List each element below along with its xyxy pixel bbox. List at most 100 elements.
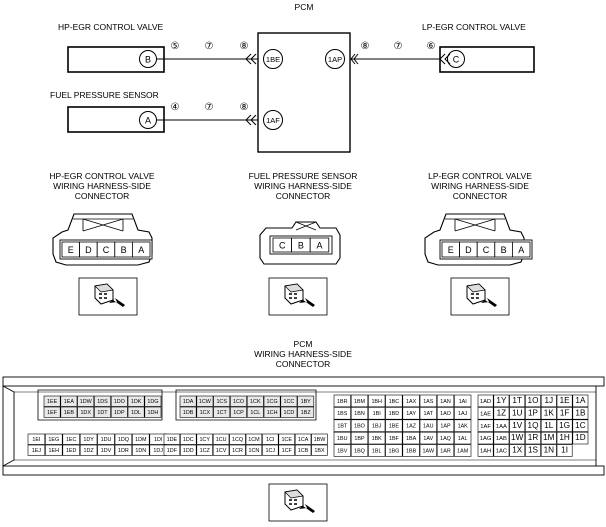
pcm-terminal-label: 1AF [480, 424, 491, 430]
pcm-terminal-label: 1EI [32, 437, 40, 443]
pcm-terminal-cell [77, 406, 95, 418]
pcm-terminal-label: 1CY [199, 437, 210, 443]
pcm-terminal-cell [477, 394, 494, 408]
pcm-terminal-label: 1AM [457, 448, 469, 454]
pcm-terminal-label: 1AN [440, 399, 451, 405]
pcm-terminal-cell [572, 419, 589, 432]
pcm-terminal-label: 1Z [497, 408, 507, 417]
pcm-terminal-label: 1AS [423, 399, 434, 405]
pcm-terminal-label: 1Y [496, 396, 507, 405]
lp-egr-pcm-terminal-mark [350, 53, 359, 65]
pcm-terminal-label: 1CF [282, 448, 293, 454]
pcm-terminal-label: 1DL [131, 410, 141, 416]
pcm-terminal-label: 1BU [337, 436, 348, 442]
pcm-terminal-label: 1BO [354, 424, 365, 430]
pcm-terminal-label: 1AT [424, 411, 434, 417]
pcm-terminal-label: 1N [544, 446, 555, 455]
pcm-terminal-label: 1AO [440, 411, 451, 417]
pcm-terminal-cell [263, 406, 281, 418]
pcm-terminal-cell [572, 407, 589, 420]
pcm-terminal-cell [230, 406, 247, 418]
pcm-terminal-cell [144, 406, 162, 418]
lp-egr-valve-node [447, 50, 465, 68]
fuel-connector-view-icon [268, 277, 328, 316]
hp-egr-pin-number: ⑤ [171, 41, 180, 52]
pcm-terminal-cell [297, 395, 315, 407]
hp-connector-view-icon [78, 277, 138, 316]
pcm-terminal-cell [27, 444, 46, 456]
pcm-terminal-label: 1EH [49, 448, 60, 454]
pcm-terminal-label: 1AR [440, 448, 451, 454]
pcm-terminal-cell [419, 444, 437, 457]
lp-egr-wire-number: ⑦ [394, 41, 403, 52]
pcm-terminal-cell [163, 444, 181, 456]
pcm-terminal-label: 1AG [480, 436, 492, 442]
pcm-terminal-cell [333, 419, 351, 432]
pcm-terminal-cell [114, 433, 133, 445]
pcm-terminal-label: 1DR [118, 448, 129, 454]
pcm-terminal-label: 1BW [314, 437, 327, 443]
pcm-terminal-label: 1AL [458, 436, 468, 442]
pcm-terminal-cell [311, 444, 328, 456]
pcm-terminal-cell [27, 433, 46, 445]
pcm-terminal-cell [180, 444, 197, 456]
pcm-terminal-cell [385, 407, 403, 420]
pcm-terminal-cell [493, 419, 510, 432]
pcm-terminal-cell [43, 395, 61, 407]
pcm-terminal-cell [436, 407, 455, 420]
pcm-terminal-label: 1AE [480, 411, 491, 417]
pcm-terminal-cell [229, 433, 246, 445]
lp-egr-pin-label: D [465, 245, 472, 255]
pcm-terminal-label: 1AX [406, 399, 417, 405]
pcm-terminal-label: 1BK [372, 436, 383, 442]
pcm-terminal-label: 1AK [458, 424, 469, 430]
pcm-terminal-label: 1CG [267, 399, 278, 405]
pcm-terminal-label: 1CS [216, 399, 227, 405]
pcm-terminal-cell [132, 444, 150, 456]
pcm-terminal-label: 1BJ [372, 424, 382, 430]
pcm-terminal-cell [477, 444, 494, 457]
hp-egr-valve-label: HP-EGR CONTROL VALVE [58, 22, 164, 32]
pcm-terminal-cell [402, 431, 420, 445]
pcm-terminal-label: 1BD [389, 411, 400, 417]
pcm-terminal-cell [385, 394, 403, 408]
hp-egr-pin-label: A [138, 245, 144, 255]
pcm-terminal-label: 1CR [232, 448, 243, 454]
fuel-sensor-node-letter: A [145, 116, 151, 126]
pcm-terminal-cell [94, 395, 111, 407]
pcm-terminal-cell [454, 431, 472, 445]
pcm-terminal-cell [525, 419, 541, 432]
pcm-terminal-cell [436, 444, 455, 457]
pcm-terminal-cell [333, 431, 351, 445]
pcm-terminal-cell [297, 406, 315, 418]
pcm-terminal-cell [493, 394, 510, 408]
pcm-terminal-label: 1BC [389, 399, 400, 405]
pcm-terminal-cell [454, 444, 472, 457]
pcm-terminal-label: 1DK [131, 399, 142, 405]
pcm-terminal-label: 1CX [200, 410, 211, 416]
pcm-terminal-label: 1BE [389, 424, 400, 430]
pcm-terminal-cell [127, 406, 145, 418]
pcm-terminal-cell [333, 444, 351, 457]
pcm-terminal-cell [477, 431, 494, 445]
pcm-terminal-cell [45, 433, 63, 445]
lp-connector-view-icon [450, 277, 510, 316]
pcm-terminal-cell [493, 444, 510, 457]
pcm-terminal-label: 1CP [233, 410, 244, 416]
pcm-terminal-1be: 1BE [266, 55, 280, 64]
pcm-terminal-cell [525, 407, 541, 420]
pcm-terminal-cell [540, 444, 557, 457]
pcm-terminal-cell [144, 395, 162, 407]
pcm-terminal-cell [525, 431, 541, 445]
pcm-terminal-label: 1AA [496, 424, 507, 430]
pcm-terminal-cell [212, 433, 230, 445]
pcm-terminal-label: 1BQ [354, 448, 365, 454]
pcm-terminal-cell [540, 394, 557, 408]
pcm-terminal-1ap: 1AP [328, 55, 342, 64]
pcm-terminal-label: 1S [528, 446, 539, 455]
pcm-terminal-cell [333, 394, 351, 408]
fuel-sensor-pcm-side-number: ⑧ [240, 102, 249, 113]
pcm-terminal-cell [132, 433, 150, 445]
pcm-terminal-cell [196, 433, 213, 445]
pcm-terminal-label: 1B [575, 408, 586, 417]
